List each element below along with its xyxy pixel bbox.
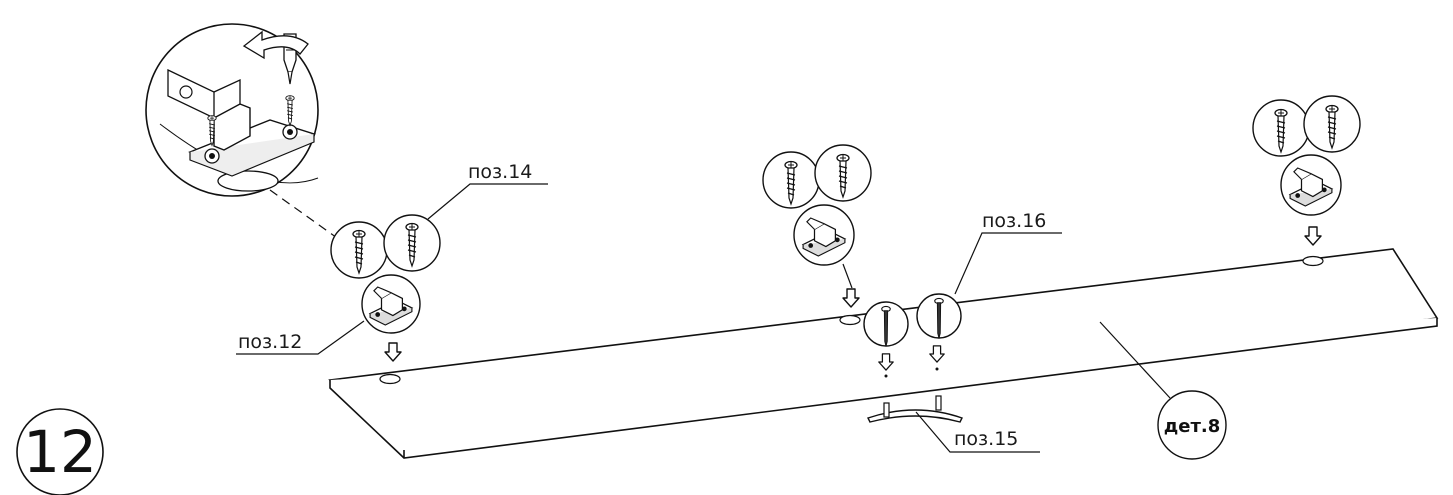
leader-pos15 [915,411,1040,453]
handle-screws [863,293,962,347]
middle-screw-pair [762,144,872,209]
label-pos15: поз.15 [954,428,1018,450]
label-part8: дет.8 [1164,416,1221,437]
right-down-arrow-icon [1304,226,1322,246]
panel-part-8 [328,248,1439,459]
leader-pos14 [427,183,548,220]
left-screw-pair [330,214,441,279]
hinge-hole-left [379,373,401,385]
hinge-detail-magnifier [145,23,341,241]
right-hinge-plate [1280,154,1342,216]
label-pos16: поз.16 [982,210,1046,232]
middle-down-arrow-icon [842,288,860,308]
label-pos14: поз.14 [468,161,532,183]
label-pos12: поз.12 [238,331,302,353]
left-hinge-plate [361,274,421,334]
step-number: 12 [23,418,97,486]
leader-pos12 [236,320,365,355]
left-down-arrow-icon [384,342,402,362]
step-number-badge: 12 [16,408,104,495]
leader-part8 [1099,321,1171,399]
handle-icon [867,395,963,423]
leader-pos16 [954,232,1062,295]
middle-hinge-plate [793,204,855,266]
part-8-badge [1157,390,1227,460]
hinge-hole-middle [839,314,861,326]
right-screw-pair [1252,95,1361,157]
hinge-hole-right [1302,255,1324,267]
